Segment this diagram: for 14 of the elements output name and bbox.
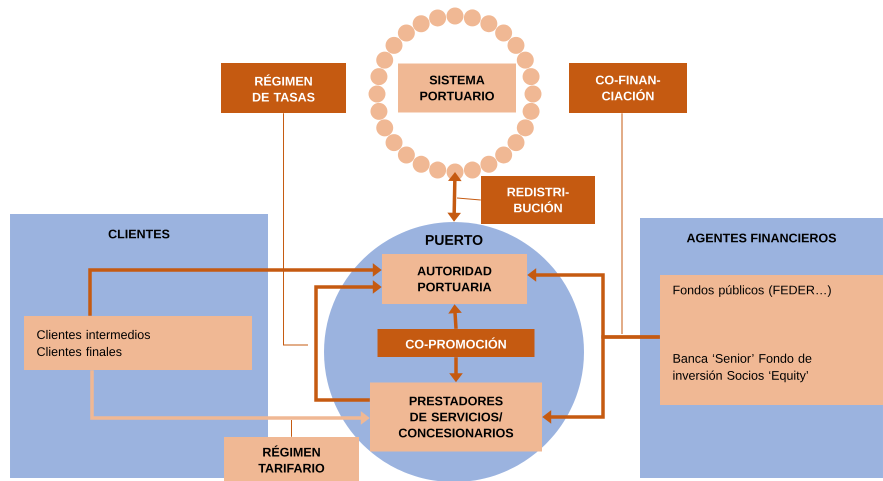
- process-box: AUTORIDAD PORTUARIA: [382, 254, 527, 304]
- process-box: Clientes intermedios Clientes finales: [24, 316, 252, 370]
- leader-line: [283, 112, 308, 346]
- dotted-ring: [368, 8, 542, 180]
- label-box: CO-FINAN- CIACIÓN: [569, 63, 687, 113]
- process-box: PRESTADORES DE SERVICIOS/ CONCESIONARIOS: [370, 382, 542, 452]
- label-box: RÉGIMEN DE TASAS: [221, 63, 346, 113]
- label-box: REDISTRI- BUCIÓN: [481, 176, 595, 224]
- process-box: SISTEMA PORTUARIO: [398, 64, 516, 112]
- leader-line: [456, 198, 482, 200]
- label-box: CO-PROMOCIÓN: [378, 329, 534, 357]
- leader-line: [291, 420, 292, 438]
- process-box: RÉGIMEN TARIFARIO: [224, 437, 359, 481]
- process-box: Fondos públicos (FEDER…) Banca ‘Senior’ Fondo de inversión Socios ‘Equity’: [660, 275, 883, 405]
